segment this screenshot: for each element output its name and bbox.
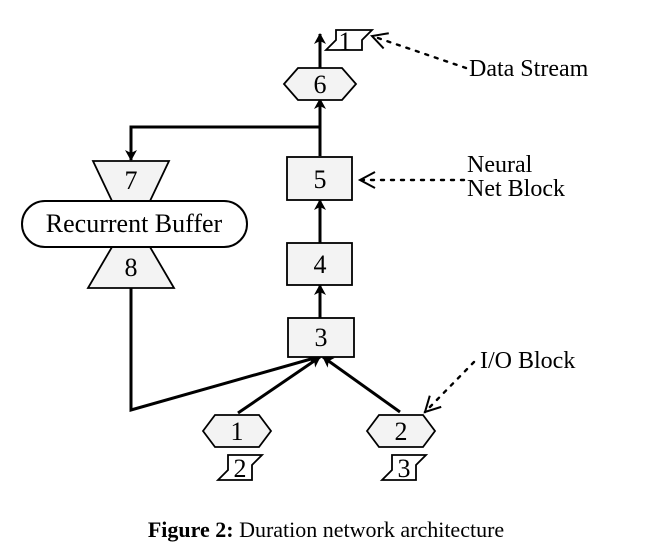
recurrent-buffer-node: Recurrent Buffer <box>21 200 248 248</box>
leader-data-stream <box>369 32 468 70</box>
box-node-5: 5 <box>286 156 353 201</box>
hex-input-1: 1 <box>201 414 273 448</box>
box-node-4: 4 <box>286 242 353 286</box>
hex-6-label: 6 <box>314 70 327 99</box>
trap-8-label: 8 <box>125 253 138 282</box>
caption-figure-number: Figure 2: <box>148 517 234 542</box>
hex-input-2-label: 2 <box>395 417 408 446</box>
stream-in-2-label: 2 <box>234 454 247 483</box>
box-node-3: 3 <box>287 317 355 358</box>
annotation-net-block: Net Block <box>467 176 565 202</box>
hex-input-2: 2 <box>365 414 437 448</box>
hex-node-6: 6 <box>282 67 358 101</box>
stream-in-3-label: 3 <box>398 454 411 483</box>
stream-symbol-output: 1 <box>323 27 375 56</box>
edge-8-to-3 <box>129 288 319 412</box>
trapezoid-node-8: 8 <box>86 246 176 289</box>
box-4-label: 4 <box>314 250 327 279</box>
annotation-neural: Neural <box>467 152 533 178</box>
annotation-data-stream: Data Stream <box>469 56 589 82</box>
stream-symbol-input-2: 2 <box>215 454 265 483</box>
edge-input2-to-3 <box>322 355 401 414</box>
box-3-label: 3 <box>315 323 328 352</box>
annotation-io-block: I/O Block <box>480 348 575 374</box>
stream-symbol-input-3: 3 <box>379 454 429 483</box>
figure-caption: Figure 2: Duration network architecture <box>148 517 504 542</box>
edge-branch-to-7 <box>125 125 320 161</box>
caption-text: Duration network architecture <box>234 517 505 542</box>
trap-7-label: 7 <box>125 166 138 195</box>
edge-input1-to-3 <box>237 355 321 415</box>
recurrent-buffer-label: Recurrent Buffer <box>46 209 223 238</box>
leader-io-block <box>423 360 476 414</box>
box-5-label: 5 <box>314 165 327 194</box>
stream-output-label: 1 <box>339 27 352 56</box>
hex-input-1-label: 1 <box>231 417 244 446</box>
trapezoid-node-7: 7 <box>91 160 171 202</box>
